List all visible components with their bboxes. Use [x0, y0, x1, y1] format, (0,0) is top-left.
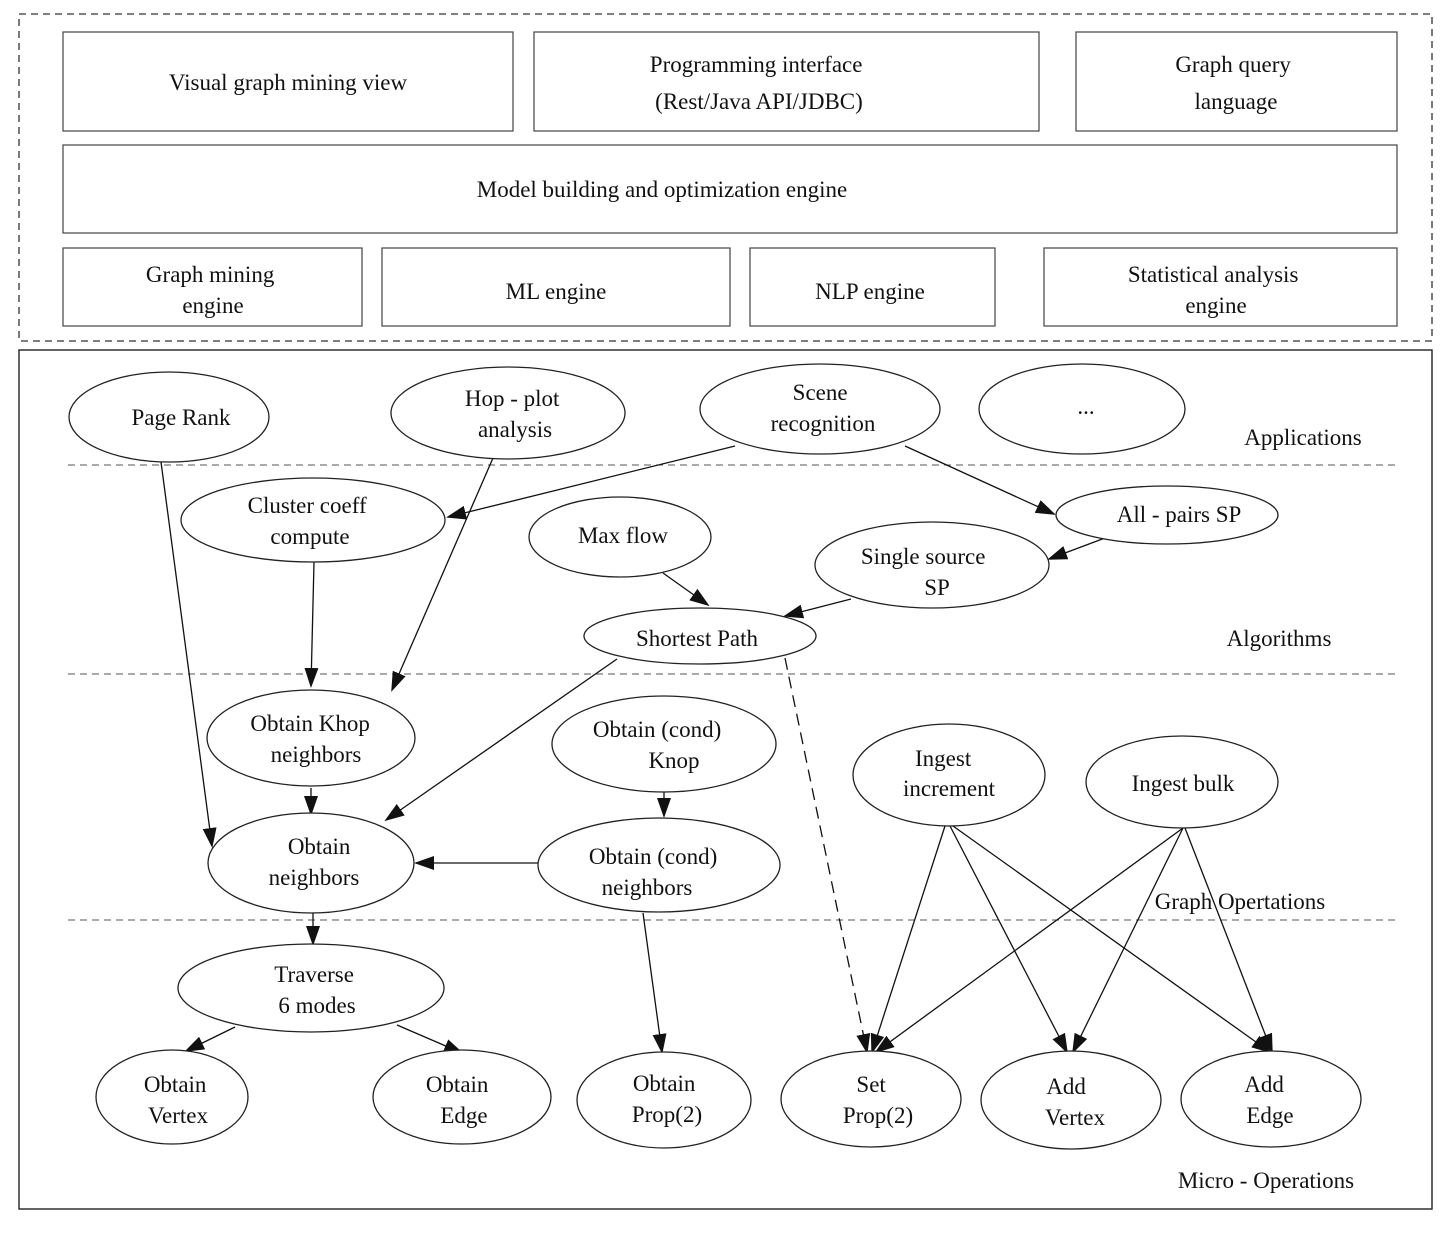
- edge-condneighbors-prop: [642, 912, 667, 1054]
- edge-allpairs-singlesource: [1047, 537, 1106, 560]
- visual-mining-box: [62, 31, 514, 132]
- node-obtain-cond-neighbors: Obtain (cond) neighbors: [537, 817, 781, 913]
- node-ingest-increment: Ingest increment: [852, 723, 1046, 827]
- edge-scene-cluster: [446, 445, 736, 520]
- edge-pagerank-neighbors: [160, 461, 217, 848]
- programming-interface-box: [533, 31, 1040, 132]
- edge-shortestpath-setprop: [784, 657, 871, 1054]
- node-obtain-vertex: Obtain Vertex: [95, 1049, 249, 1145]
- edge-ingestinc-addedge: [952, 825, 1272, 1054]
- node-traverse: Traverse 6 modes: [177, 943, 445, 1033]
- node-obtain-prop: Obtain Prop(2): [576, 1051, 752, 1149]
- svg-text:Obtain (cond) Knop: Obtain (cond) Knop: [593, 717, 727, 773]
- edge-ingestbulk-setprop: [874, 827, 1184, 1054]
- svg-text:Obtain neighbors: Obtain neighbors: [269, 834, 360, 890]
- graph-query-box: [1075, 31, 1398, 132]
- edge-singlesource-shortestpath: [783, 598, 852, 619]
- svg-text:...: ...: [1077, 394, 1094, 419]
- node-page-rank: Page Rank: [68, 371, 270, 463]
- svg-text:Obtain Edge: Obtain Edge: [426, 1072, 494, 1128]
- edge-hopplot-khop: [391, 457, 494, 692]
- node-scene-recognition: Scene recognition: [699, 363, 941, 455]
- graph-mining-engine-box: [62, 247, 363, 327]
- layer-label-applications: Applications: [1244, 425, 1362, 450]
- svg-text:All - pairs SP: All - pairs SP: [1117, 502, 1242, 527]
- svg-text:Shortest Path: Shortest Path: [636, 626, 759, 651]
- stat-engine-label: Statistical analysis engine: [1128, 262, 1304, 318]
- edge-scene-allpairs: [904, 445, 1056, 515]
- ml-engine-label: ML engine: [506, 279, 607, 304]
- svg-text:Hop - plot analysis: Hop - plot analysis: [465, 386, 565, 442]
- model-engine-box: [62, 144, 1398, 234]
- svg-text:Single source SP: Single source SP: [861, 544, 991, 600]
- edge-maxflow-shortestpath: [662, 572, 710, 607]
- svg-text:Ingest bulk: Ingest bulk: [1132, 771, 1235, 796]
- edge-cluster-khop: [304, 561, 319, 688]
- node-hop-plot: Hop - plot analysis: [390, 366, 626, 460]
- node-obtain-edge: Obtain Edge: [372, 1049, 552, 1145]
- svg-text:Obtain Vertex: Obtain Vertex: [144, 1072, 212, 1128]
- node-ingest-bulk: Ingest bulk: [1085, 735, 1279, 829]
- svg-text:Obtain Khop neighbors: Obtain Khop neighbors: [250, 711, 375, 767]
- svg-text:Max flow: Max flow: [578, 523, 668, 548]
- programming-interface-label: Programming interface (Rest/Java API/JDB…: [650, 52, 868, 114]
- node-ellipsis: ...: [978, 363, 1186, 455]
- node-obtain-neighbors: Obtain neighbors: [207, 812, 415, 914]
- node-single-source-sp: Single source SP: [814, 521, 1050, 609]
- edge-traverse-edge: [396, 1024, 464, 1054]
- ml-engine-box: [381, 247, 731, 327]
- node-set-prop: Set Prop(2): [780, 1050, 962, 1148]
- graph-mining-engine-label: Graph mining engine: [146, 262, 280, 318]
- layer-label-micro-operations: Micro - Operations: [1178, 1168, 1354, 1193]
- node-add-edge: Add Edge: [1180, 1050, 1362, 1148]
- edge-ingestinc-setprop: [870, 825, 946, 1054]
- svg-text:Set Prop(2): Set Prop(2): [843, 1072, 913, 1128]
- svg-text:Traverse 6 modes: Traverse 6 modes: [274, 962, 359, 1018]
- node-max-flow: Max flow: [528, 496, 712, 578]
- visual-mining-label: Visual graph mining view: [169, 70, 408, 95]
- svg-text:Cluster coeff compute: Cluster coeff compute: [248, 493, 373, 549]
- svg-text:Add Edge: Add Edge: [1244, 1072, 1293, 1128]
- edge-shortestpath-neighbors: [384, 658, 618, 822]
- svg-text:Scene recognition: Scene recognition: [771, 380, 876, 436]
- svg-text:Obtain Prop(2): Obtain Prop(2): [632, 1071, 702, 1127]
- stat-engine-box: [1043, 247, 1398, 327]
- edge-traverse-vertex: [184, 1026, 236, 1052]
- svg-text:Page Rank: Page Rank: [131, 405, 231, 430]
- node-cluster-coeff: Cluster coeff compute: [180, 477, 446, 563]
- layer-label-algorithms: Algorithms: [1227, 626, 1332, 651]
- edges: [160, 445, 1273, 1054]
- graph-query-label: Graph query language: [1175, 52, 1296, 114]
- nlp-engine-box: [749, 247, 996, 327]
- svg-text:Obtain (cond) neighbors: Obtain (cond) neighbors: [589, 844, 723, 900]
- node-add-vertex: Add Vertex: [980, 1050, 1162, 1150]
- edge-ingestinc-addvertex: [949, 825, 1068, 1054]
- model-engine-label: Model building and optimization engine: [477, 177, 848, 202]
- node-shortest-path: Shortest Path: [583, 607, 817, 665]
- svg-text:Ingest increment: Ingest increment: [903, 746, 996, 801]
- node-obtain-cond-knop: Obtain (cond) Knop: [551, 695, 777, 793]
- node-all-pairs-sp: All - pairs SP: [1055, 485, 1279, 545]
- layer-label-graph-operations: Graph Opertations: [1155, 889, 1326, 914]
- node-obtain-khop: Obtain Khop neighbors: [206, 689, 416, 787]
- edge-ingestbulk-addedge: [1184, 827, 1273, 1054]
- svg-text:Add Vertex: Add Vertex: [1045, 1074, 1106, 1130]
- nlp-engine-label: NLP engine: [815, 279, 925, 304]
- bottom-frame: [18, 349, 1433, 1210]
- top-dashed-frame: [18, 13, 1433, 342]
- edge-ingestbulk-addvertex: [1072, 827, 1184, 1054]
